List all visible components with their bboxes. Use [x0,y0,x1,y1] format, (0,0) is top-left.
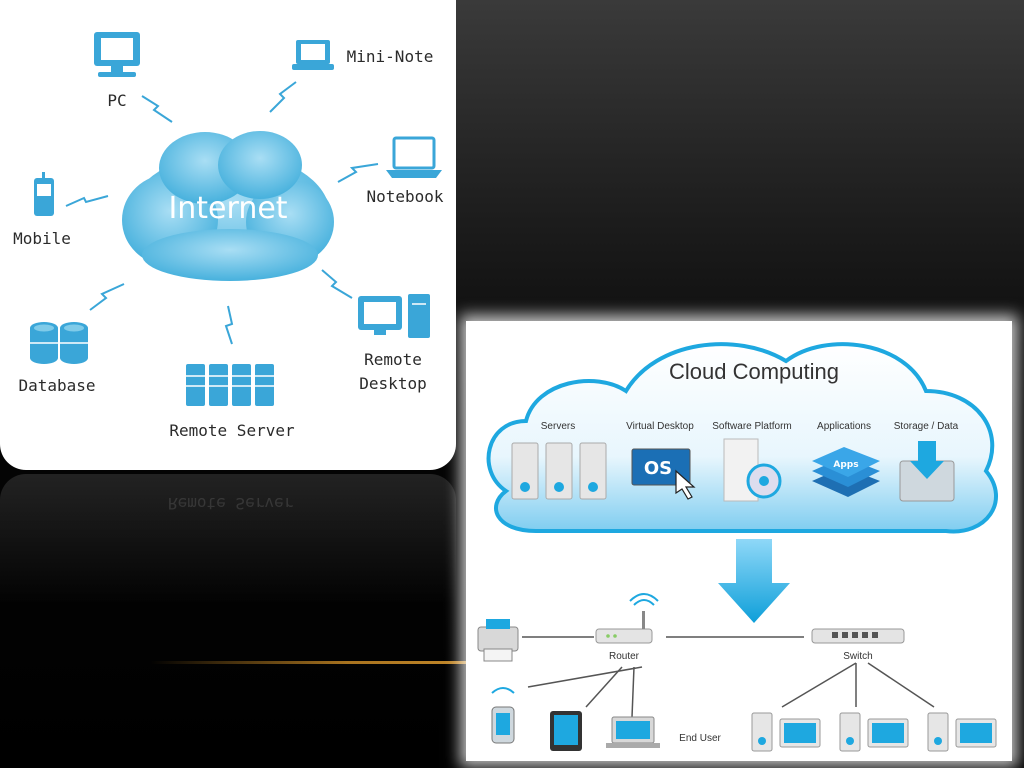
notebook-icon [386,136,442,178]
cloud-computing-panel: Cloud Computing Servers Virtual Desktop … [466,321,1012,761]
pc-icon [94,32,140,77]
apps-label: Apps [833,460,858,470]
applications-label: Applications [817,421,871,432]
cloud-computing-diagram: Cloud Computing Servers Virtual Desktop … [477,342,998,752]
arrow-remote-desktop [321,269,353,299]
database-icon [30,322,88,364]
storage-data-icon [899,441,955,502]
router-icon [595,593,659,644]
arrow-notebook [337,163,379,183]
panel-reflection: Remote Server [0,474,456,604]
internet-label: Internet [168,191,287,226]
tablet-icon [550,711,582,751]
workstation-icon-2 [839,712,909,752]
mini-note-label: Mini-Note [347,47,434,66]
pc-label: PC [107,91,126,110]
switch-label: Switch [843,651,872,662]
servers-label: Servers [541,421,575,432]
internet-cloud [122,131,334,281]
os-label: OS [644,458,672,479]
arrow-mini-note [269,81,297,113]
cloud-title: Cloud Computing [669,359,839,384]
virtual-desktop-label: Virtual Desktop [626,421,694,432]
arrow-database [89,283,125,311]
remote-desktop-label-1: Remote [364,350,422,369]
internet-diagram-panel: Internet PC Mini-Note Notebook [0,0,456,470]
arrow-mobile [65,195,109,207]
database-label: Database [18,376,95,395]
reflection-text: Remote Server [168,494,294,513]
laptop-icon [606,716,660,748]
applications-icon: Apps [812,447,880,497]
virtual-desktop-icon: OS [631,448,696,500]
internet-diagram: Internet PC Mini-Note Notebook [13,32,444,440]
arrow-pc [141,95,173,123]
network-lines [522,636,935,718]
end-user-label: End User [679,733,721,744]
switch-icon [811,628,905,644]
router-label: Router [609,651,640,662]
remote-server-icon [186,364,274,406]
smartphone-icon [491,687,515,744]
connection-arrows [65,81,379,345]
down-arrow-icon [718,539,790,623]
storage-data-label: Storage / Data [894,421,959,432]
remote-desktop-label-2: Desktop [359,374,426,393]
workstation-icon-1 [751,712,821,752]
remote-desktop-icon [358,294,430,338]
mobile-icon [34,172,54,216]
workstation-icon-3 [927,712,997,752]
arrow-remote-server [224,305,234,345]
software-platform-label: Software Platform [712,421,791,432]
notebook-label: Notebook [366,187,443,206]
printer-icon [477,619,519,662]
mini-note-icon [292,40,334,70]
servers-icon [511,442,607,500]
mobile-label: Mobile [13,229,71,248]
software-platform-icon [723,438,782,502]
remote-server-label: Remote Server [169,421,295,440]
accent-line [150,661,480,664]
